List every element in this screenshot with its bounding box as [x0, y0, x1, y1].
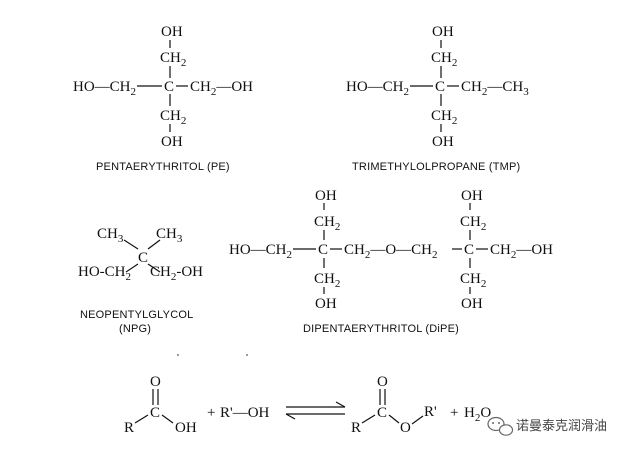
pe-left-group: HO—CH2	[73, 79, 136, 98]
tmp-oh-top: OH	[432, 24, 454, 40]
watermark: 诺曼泰克润滑油	[487, 416, 607, 436]
ester: O C R O R'	[351, 374, 437, 436]
pe-oh-bottom: OH	[161, 134, 183, 150]
npg-center-carbon: C	[138, 250, 148, 266]
dipe-oh-top-right: OH	[461, 188, 483, 204]
tmp-center-carbon: C	[435, 79, 445, 95]
pe-oh-top: OH	[161, 24, 183, 40]
tmp-ch2-bottom: CH2	[431, 108, 457, 127]
npg-caption-line1: NEOPENTYLGLYCOL	[80, 309, 193, 321]
ester-carbon: C	[377, 405, 387, 421]
pe-ch2-top: CH2	[160, 50, 186, 69]
ester-r-group: R	[351, 420, 361, 436]
dipe-right-group: CH2—OH	[490, 242, 553, 261]
plus-sign-products: +	[450, 405, 458, 421]
dipe-ether-bridge: CH2—O—CH2	[344, 242, 438, 261]
dipentaerythritol-structure: OH CH2 OH CH2 HO—CH2 C CH2—O—CH2 C CH2—O…	[229, 188, 553, 335]
pe-right-group: CH2—OH	[190, 79, 253, 98]
alcohol: R'—OH	[220, 405, 270, 421]
npg-caption-line2: (NPG)	[119, 323, 151, 335]
dipe-oh-bottom-left: OH	[315, 296, 337, 312]
dipe-oh-top-left: OH	[315, 188, 337, 204]
dipe-center-left-carbon: C	[318, 242, 328, 258]
ester-carbonyl-oxygen: O	[377, 374, 388, 390]
acid-carbon: C	[150, 405, 160, 421]
dipe-center-right-carbon: C	[464, 242, 474, 258]
npg-left-group: HO-CH2	[78, 264, 131, 283]
pentaerythritol-structure: OH CH2 HO—CH2 C CH2—OH CH2 OH PENTAERYTH…	[73, 24, 253, 173]
equilibrium-arrow	[285, 401, 346, 420]
plus-sign-reactants: +	[207, 405, 215, 421]
trimethylolpropane-structure: OH CH2 HO—CH2 C CH2—CH3 CH2 OH TRIMETHYL…	[346, 24, 529, 173]
dipe-ch2-top-right: CH2	[460, 214, 486, 233]
wechat-icon	[487, 416, 514, 436]
ester-r-prime: R'	[424, 404, 437, 420]
pe-caption: PENTAERYTHRITOL (PE)	[96, 161, 230, 173]
carboxylic-acid: O C R OH	[124, 374, 197, 436]
tmp-left-group: HO—CH2	[346, 79, 409, 98]
npg-ch3-right: CH3	[156, 226, 183, 245]
tmp-oh-bottom: OH	[432, 134, 454, 150]
water: H2O	[464, 405, 491, 424]
dipe-oh-bottom-right: OH	[461, 296, 483, 312]
dipe-left-group: HO—CH2	[229, 242, 292, 261]
dipe-ch2-bottom-right: CH2	[460, 271, 486, 290]
acid-carbonyl-oxygen: O	[150, 374, 161, 390]
neopentylglycol-structure: CH3 CH3 C HO-CH2 CH2-OH NEOPENTYLGLYCOL …	[78, 226, 203, 335]
ester-link-oxygen: O	[400, 420, 411, 436]
tmp-right-group: CH2—CH3	[461, 79, 529, 98]
npg-ch3-left: CH3	[97, 226, 124, 245]
dipe-ch2-top-left: CH2	[314, 214, 340, 233]
dipe-ch2-bottom-left: CH2	[314, 271, 340, 290]
npg-right-group: CH2-OH	[150, 264, 203, 283]
tmp-caption: TRIMETHYLOLPROPANE (TMP)	[352, 161, 520, 173]
watermark-text: 诺曼泰克润滑油	[516, 419, 607, 434]
pe-ch2-bottom: CH2	[160, 108, 186, 127]
esterification-reaction: O C R OH + R'—OH O C R O	[124, 374, 491, 436]
tmp-ch2-top: CH2	[431, 50, 457, 69]
pe-center-carbon: C	[164, 79, 174, 95]
acid-r-group: R	[124, 420, 134, 436]
dipe-caption: DIPENTAERYTHRITOL (DiPE)	[303, 323, 459, 335]
acid-hydroxyl: OH	[175, 420, 197, 436]
